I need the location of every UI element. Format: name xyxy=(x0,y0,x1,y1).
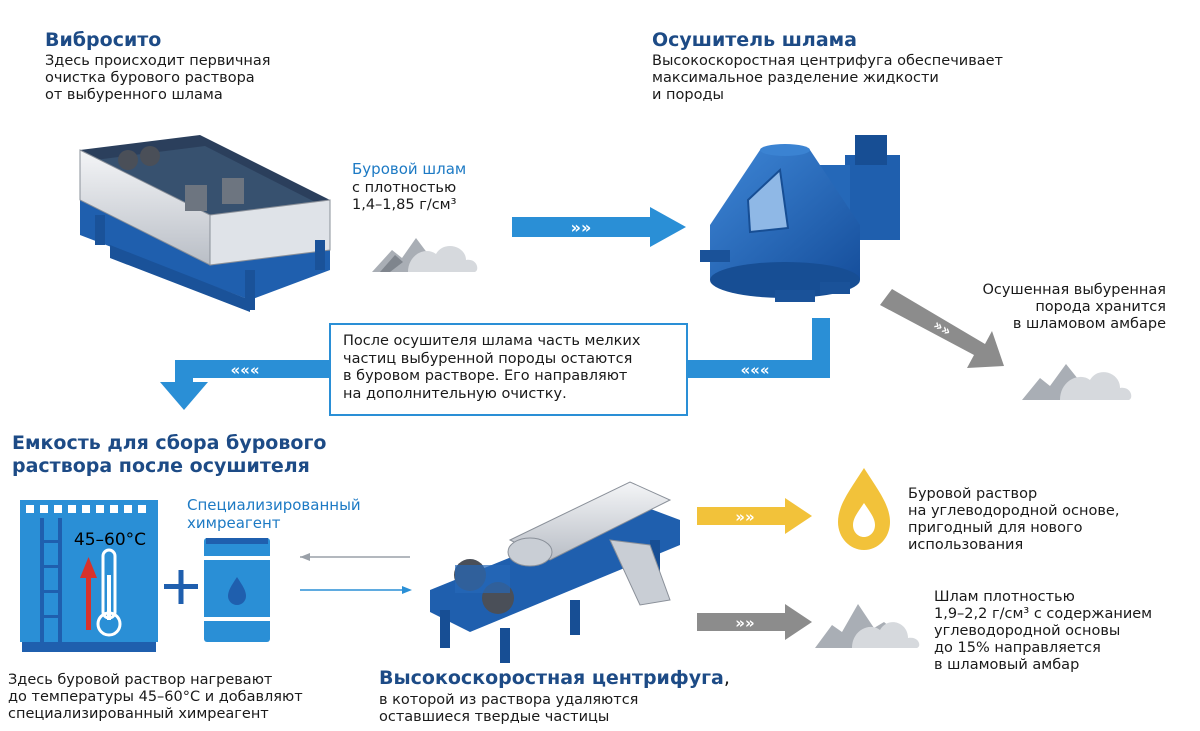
reagent-barrel-icon xyxy=(204,538,270,642)
centrifuge-description: в которой из раствора удаляются оставшие… xyxy=(379,692,639,725)
svg-text:»»: »» xyxy=(735,614,754,632)
dried-rock-description: Осушенная выбуренная порода хранится в ш… xyxy=(982,282,1166,332)
flow-arrow-to-storage: »» xyxy=(880,289,1004,368)
flow-arrow-right-top: »» xyxy=(512,207,686,247)
dryer-title: Осушитель шлама xyxy=(652,29,858,51)
tank-title: Емкость для сбора бурового раствора посл… xyxy=(12,432,327,477)
return-flow-arrow: ««« ««« xyxy=(160,318,830,410)
cuttings-rock-pile-icon xyxy=(372,238,478,272)
shale-shaker-icon xyxy=(79,135,331,312)
centrifuge-title-text: Высокоскоростная центрифуга xyxy=(379,667,724,689)
tank-description: Здесь буровой раствор нагревают до темпе… xyxy=(8,672,303,722)
exchange-arrows xyxy=(300,553,412,594)
svg-text:»»: »» xyxy=(735,508,754,526)
vibrosito-title: Вибросито xyxy=(45,29,162,51)
cuttings-label: Буровой шлам xyxy=(352,160,467,178)
reagent-label: Специализированный химреагент xyxy=(187,496,361,532)
sludge-rock-pile-icon xyxy=(815,604,920,648)
decanter-centrifuge-icon xyxy=(430,481,680,663)
info-note-text: После осушителя шлама часть мелких части… xyxy=(343,333,641,402)
cuttings-description: с плотностью 1,4–1,85 г/см³ xyxy=(352,180,457,213)
dryer-description: Высокоскоростная центрифуга обеспечивает… xyxy=(652,53,1003,103)
centrifuge-title: Высокоскоростная центрифуга, xyxy=(379,667,730,689)
flow-arrow-fluid-out: »» xyxy=(697,498,812,534)
info-note-box: После осушителя шлама часть мелких части… xyxy=(329,323,688,416)
svg-text:»»: »» xyxy=(930,317,954,340)
dried-rock-pile-icon xyxy=(1022,364,1132,400)
tank-temperature: 45–60°C xyxy=(74,530,146,550)
fluid-output-description: Буровой раствор на углеводородной основе… xyxy=(908,486,1120,553)
centrifuge-title-suffix: , xyxy=(723,667,730,689)
flow-arrow-sludge-out: »» xyxy=(697,604,812,640)
svg-text:«««: ««« xyxy=(230,361,259,379)
svg-text:«««: ««« xyxy=(740,361,769,379)
svg-text:»»: »» xyxy=(571,218,592,237)
cuttings-dryer-icon xyxy=(700,135,900,302)
heating-tank-icon xyxy=(20,500,158,652)
oil-drop-icon xyxy=(838,468,890,550)
vibrosito-description: Здесь происходит первичная очистка буров… xyxy=(45,53,271,103)
sludge-output-description: Шлам плотностью 1,9–2,2 г/см³ с содержан… xyxy=(934,589,1153,673)
plus-icon xyxy=(164,570,198,604)
